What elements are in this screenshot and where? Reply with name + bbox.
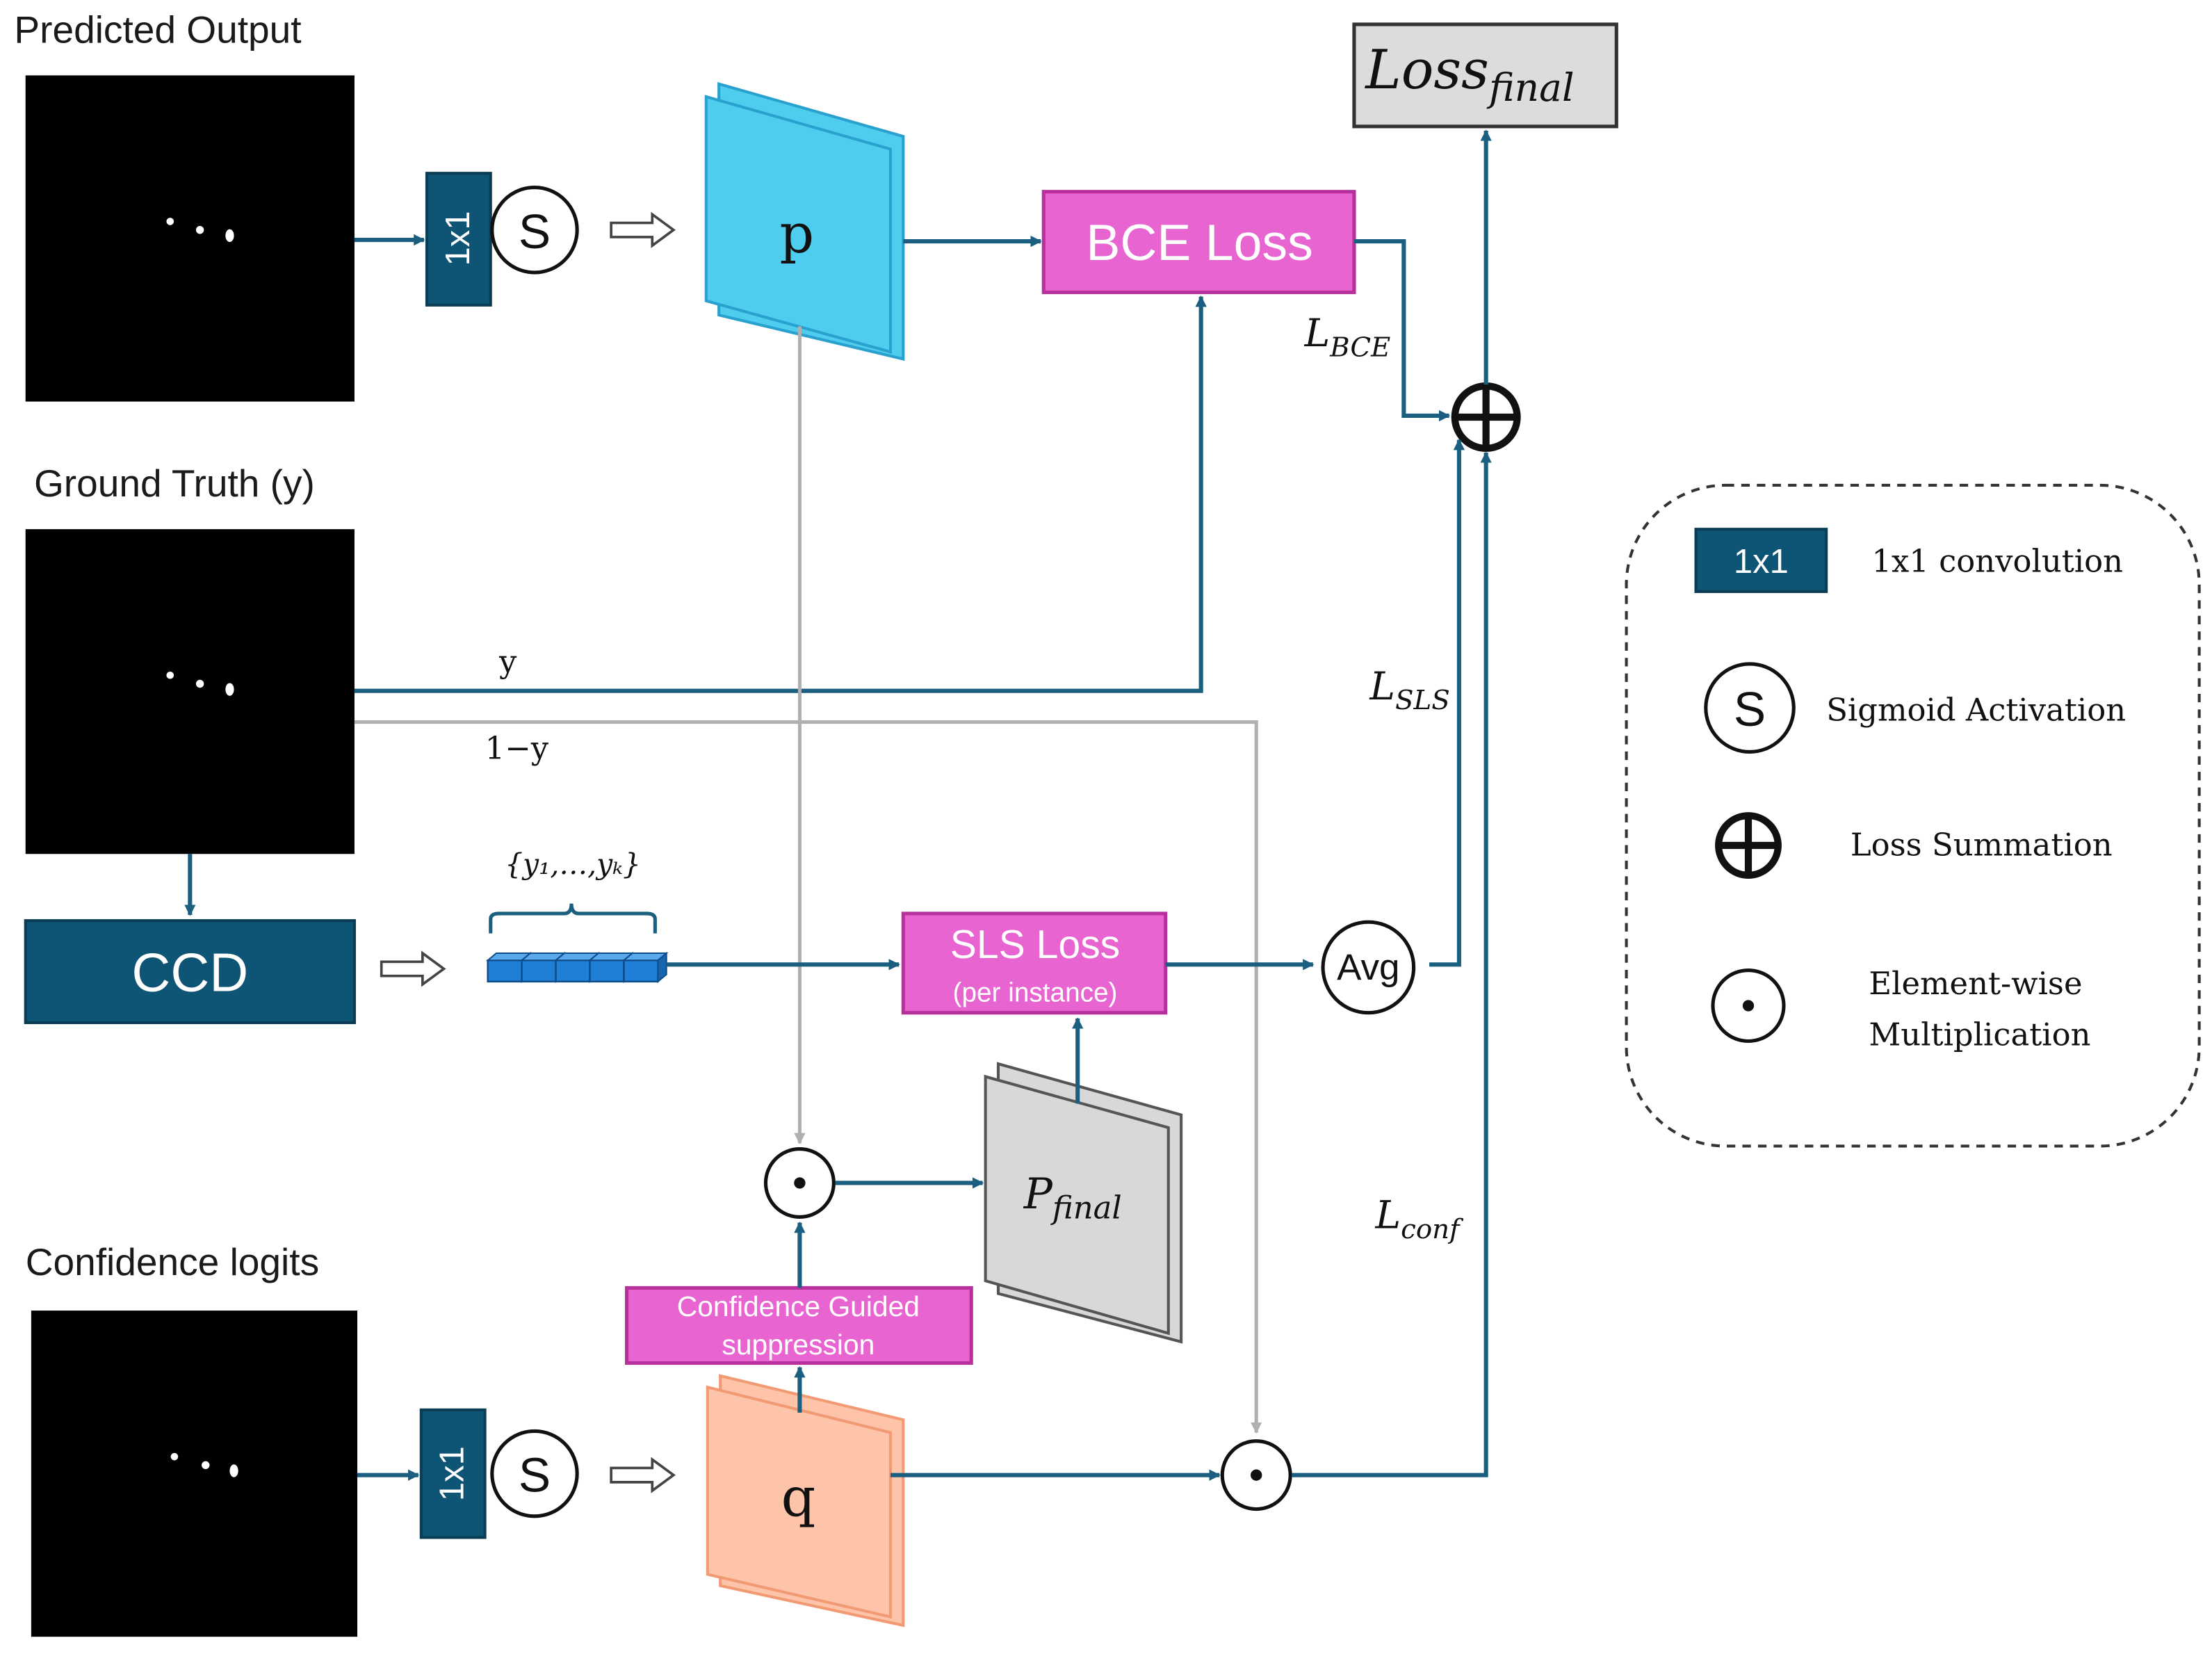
svg-text:Avg: Avg [1337, 947, 1399, 988]
confidence-logits-image [31, 1311, 358, 1637]
svg-text:q: q [781, 1466, 816, 1529]
avg-node: Avg [1321, 920, 1416, 1015]
l-conf-label: Lconf [1375, 1193, 1465, 1245]
svg-text:suppression: suppression [722, 1329, 875, 1361]
legend: 1x1 1x1 convolution S Sigmoid Activation… [1625, 483, 2201, 1148]
arrow-one-minus-y-to-mult [354, 720, 1262, 1434]
ground-truth-title: Ground Truth (y) [34, 462, 315, 505]
svg-text:BCE Loss: BCE Loss [1086, 214, 1312, 271]
p-feature-map: p [704, 81, 905, 361]
conv-block-top: 1x1 [425, 172, 492, 307]
hollow-right-arrow-icon [380, 950, 446, 987]
legend-sum-icon [1715, 812, 1782, 879]
svg-text:Pfinal: Pfinal [1023, 1169, 1122, 1226]
loss-final-box: Lossfinal [1352, 22, 1618, 129]
hollow-right-arrow-icon [610, 211, 676, 248]
legend-mult-icon [1711, 968, 1786, 1044]
ground-truth-image [25, 529, 355, 854]
sigmoid-node-top: S [490, 186, 579, 275]
legend-mult-desc-2: Multiplication [1869, 1016, 2090, 1053]
svg-text:S: S [519, 1448, 551, 1502]
svg-text:CCD: CCD [131, 943, 248, 1003]
predicted-output-title: Predicted Output [14, 8, 301, 51]
legend-sigmoid-desc: Sigmoid Activation [1826, 692, 2126, 729]
predicted-output-image [25, 75, 355, 402]
l-bce-label: LBCE [1304, 311, 1391, 363]
confidence-logits-title: Confidence logits [26, 1240, 319, 1283]
svg-text:S: S [519, 204, 551, 259]
arrow-avg-to-sum [1429, 439, 1465, 967]
legend-border [1625, 483, 2201, 1148]
ccd-box: CCD [24, 919, 356, 1025]
l-sls-label: LSLS [1369, 664, 1449, 716]
sum-node-icon [1451, 382, 1521, 452]
legend-conv-symbol: 1x1 [1694, 528, 1828, 593]
legend-sum-desc: Loss Summation [1851, 826, 2113, 863]
instance-cubes [485, 951, 669, 984]
arrow-bce-to-sum [1353, 239, 1451, 422]
mult-node-lower-icon [1220, 1439, 1292, 1511]
instance-bracket [489, 903, 657, 934]
arrow-mult-to-sum [1292, 451, 1492, 1477]
hollow-right-arrow-icon [610, 1457, 676, 1493]
svg-text:SLS Loss: SLS Loss [950, 923, 1120, 967]
p-final-map: Pfinal [984, 1062, 1183, 1344]
bce-loss-box: BCE Loss [1041, 190, 1356, 295]
svg-text:S: S [1734, 682, 1766, 736]
mult-node-upper-icon [763, 1146, 836, 1219]
svg-text:1x1: 1x1 [1734, 543, 1789, 581]
legend-conv-desc: 1x1 convolution [1871, 542, 2123, 579]
arrow-y-to-bce [354, 295, 1207, 693]
legend-sigmoid-symbol: S [1704, 662, 1796, 754]
svg-text:(per instance): (per instance) [953, 978, 1118, 1008]
q-feature-map: q [706, 1374, 905, 1628]
svg-text:Lossfinal: Lossfinal [1364, 39, 1574, 110]
legend-mult-desc-1: Element-wise [1869, 965, 2082, 1002]
sls-loss-box: SLS Loss (per instance) [901, 911, 1168, 1015]
instances-label: {y₁,…,yₖ} [505, 848, 641, 881]
confidence-guided-suppression-box: Confidence Guided suppression [625, 1286, 973, 1365]
svg-text:p: p [780, 203, 815, 266]
y-label: y [498, 643, 517, 680]
svg-text:Confidence Guided: Confidence Guided [677, 1290, 920, 1322]
one-minus-y-label: 1−y [485, 730, 549, 767]
conv-block-bottom: 1x1 [419, 1408, 487, 1539]
sigmoid-node-bottom: S [490, 1429, 579, 1518]
svg-text:1x1: 1x1 [434, 1446, 471, 1501]
svg-text:1x1: 1x1 [439, 211, 477, 266]
